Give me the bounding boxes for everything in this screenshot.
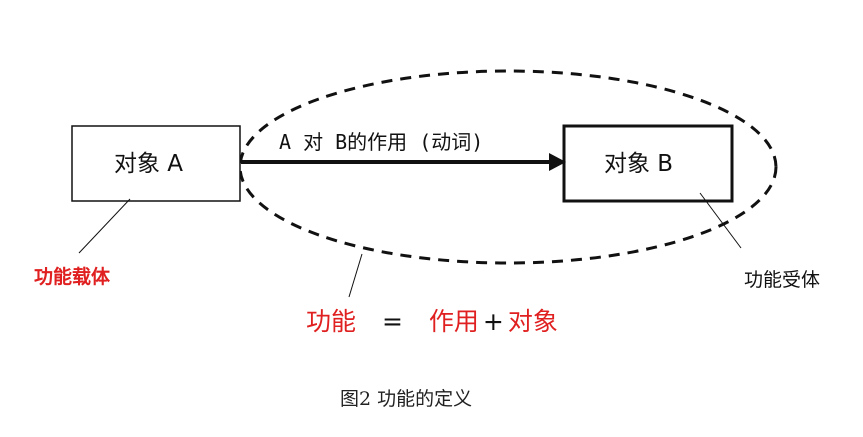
- formula-leader-line: [348, 253, 363, 298]
- formula-action: 作用: [428, 307, 479, 336]
- formula-equals: =: [381, 307, 403, 336]
- carrier-leader-line: [78, 198, 131, 254]
- object-b-label: 对象 B: [604, 151, 674, 177]
- function-scope-ellipse: [238, 69, 778, 265]
- formula-function: 功能: [306, 307, 357, 336]
- formula-object: 对象: [507, 307, 558, 336]
- object-a-label: 对象 A: [114, 151, 184, 177]
- object-b-box: [562, 124, 734, 203]
- action-arrowhead: [549, 153, 566, 171]
- figure-caption: 图2 功能的定义: [340, 388, 473, 410]
- object-a-box: [71, 125, 241, 202]
- function-carrier-label: 功能载体: [34, 266, 111, 288]
- arrow-action-label: A 对 B的作用 (动词): [279, 130, 484, 154]
- function-formula: 功能 = 作用+对象: [306, 309, 558, 334]
- function-receiver-label: 功能受体: [744, 269, 821, 291]
- formula-plus: +: [482, 307, 504, 336]
- receiver-leader-line: [699, 192, 742, 249]
